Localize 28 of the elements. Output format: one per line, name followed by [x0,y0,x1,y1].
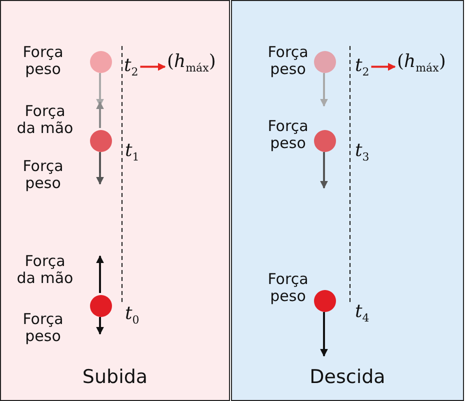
arrow [140,62,166,71]
ball [314,130,336,152]
time-label: (h$_{máx}$) [167,51,216,75]
ball [90,51,112,73]
force-label: Força da mão [16,253,74,287]
ball [90,295,112,317]
ball [314,290,336,312]
time-label: t$_{3}$ [355,140,370,164]
panel-title: Subida [82,366,148,388]
time-label: t$_{4}$ [355,301,370,325]
force-label: Força peso [266,271,310,305]
panel [231,0,464,401]
time-label: t$_{1}$ [125,140,140,164]
panel [0,0,230,401]
force-label: Força peso [266,44,310,78]
time-label: (h$_{máx}$) [397,51,446,75]
force-label: Força peso [22,311,64,345]
ball [314,51,336,73]
force-label: Força da mão [16,103,74,137]
time-label: t$_{0}$ [125,303,140,327]
force-label: Força peso [22,44,64,78]
force-label: Força peso [266,118,310,152]
ball [90,130,112,152]
arrow [371,62,396,71]
panel-title: Descida [310,366,386,388]
force-label: Força peso [22,158,64,192]
time-label: t$_{2}$ [124,55,138,79]
time-label: t$_{2}$ [355,55,370,79]
